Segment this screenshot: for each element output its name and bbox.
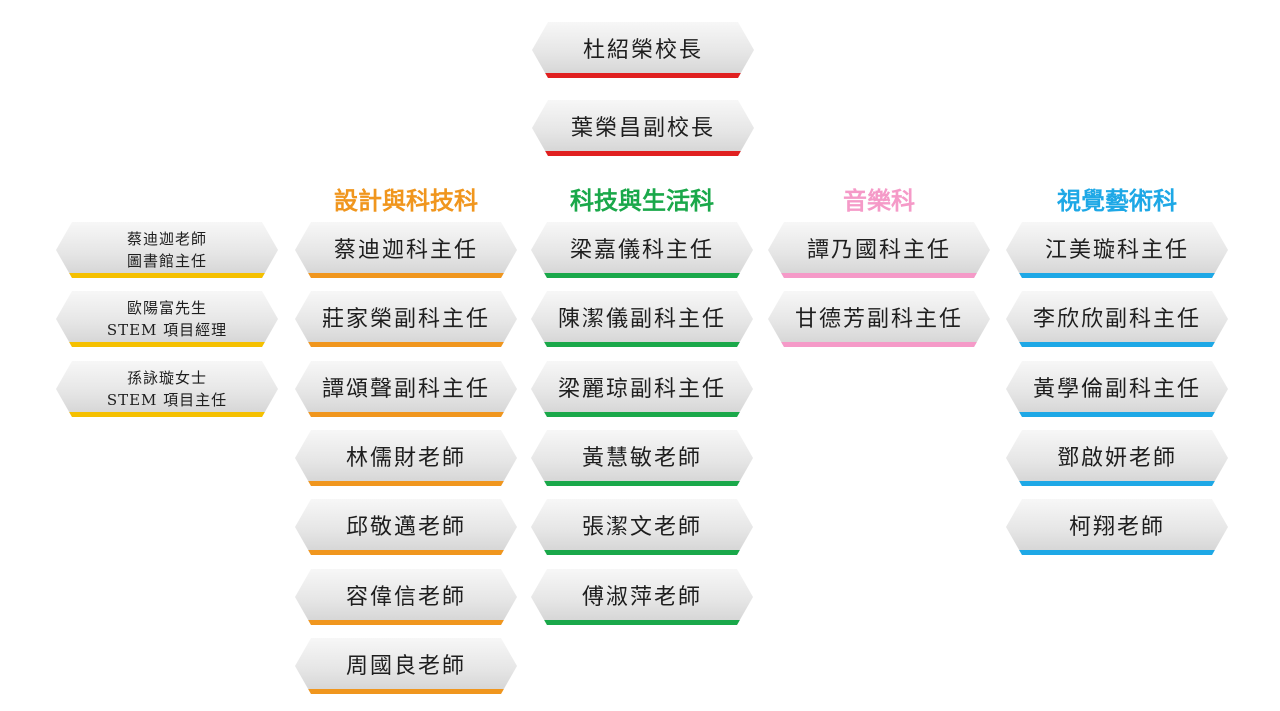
member-node: 甘德芳副科主任 — [768, 291, 990, 347]
vice-principal-label: 葉榮昌副校長 — [570, 116, 715, 141]
side-staff-role: STEM 項目主任 — [106, 391, 228, 409]
side-staff-name: 歐陽富先生 — [126, 299, 207, 317]
department-heading: 科技與生活科 — [570, 186, 714, 215]
member-node: 容偉信老師 — [295, 569, 517, 625]
member-node: 陳潔儀副科主任 — [531, 291, 753, 347]
department-heading: 音樂科 — [843, 186, 915, 215]
principal-label: 杜紹榮校長 — [582, 38, 703, 63]
member-node: 梁嘉儀科主任 — [531, 222, 753, 278]
member-node: 江美璇科主任 — [1006, 222, 1228, 278]
member-node: 莊家榮副科主任 — [295, 291, 517, 347]
side-staff-role: 圖書館主任 — [126, 252, 207, 270]
member-label: 蔡迪迦科主任 — [333, 238, 478, 263]
side-staff-node: 蔡迪迦老師 圖書館主任 — [56, 222, 278, 278]
member-label: 譚頌聲副科主任 — [321, 377, 490, 402]
member-label: 梁嘉儀科主任 — [569, 238, 714, 263]
member-node: 譚乃國科主任 — [768, 222, 990, 278]
member-label: 林儒財老師 — [345, 446, 466, 471]
side-staff-role: STEM 項目經理 — [106, 321, 228, 339]
member-node: 譚頌聲副科主任 — [295, 361, 517, 417]
vice-principal-node: 葉榮昌副校長 — [532, 100, 754, 156]
principal-node: 杜紹榮校長 — [532, 22, 754, 78]
department-heading: 視覺藝術科 — [1057, 186, 1177, 215]
member-node: 梁麗琼副科主任 — [531, 361, 753, 417]
member-node: 李欣欣副科主任 — [1006, 291, 1228, 347]
member-node: 張潔文老師 — [531, 499, 753, 555]
member-label: 黃慧敏老師 — [581, 446, 702, 471]
member-node: 黃學倫副科主任 — [1006, 361, 1228, 417]
member-node: 黃慧敏老師 — [531, 430, 753, 486]
member-label: 江美璇科主任 — [1044, 238, 1189, 263]
member-node: 鄧啟妍老師 — [1006, 430, 1228, 486]
member-label: 周國良老師 — [345, 654, 466, 679]
side-staff-node: 歐陽富先生 STEM 項目經理 — [56, 291, 278, 347]
member-label: 陳潔儀副科主任 — [557, 307, 726, 332]
member-label: 莊家榮副科主任 — [321, 307, 490, 332]
member-label: 鄧啟妍老師 — [1056, 446, 1177, 471]
member-label: 甘德芳副科主任 — [794, 307, 963, 332]
member-label: 容偉信老師 — [345, 585, 466, 610]
member-node: 柯翔老師 — [1006, 499, 1228, 555]
member-label: 黃學倫副科主任 — [1032, 377, 1201, 402]
member-label: 邱敬邁老師 — [345, 515, 466, 540]
side-staff-name: 蔡迪迦老師 — [126, 230, 207, 248]
department-heading: 設計與科技科 — [334, 186, 478, 215]
member-label: 柯翔老師 — [1068, 515, 1165, 540]
member-node: 傅淑萍老師 — [531, 569, 753, 625]
member-node: 邱敬邁老師 — [295, 499, 517, 555]
member-node: 林儒財老師 — [295, 430, 517, 486]
member-label: 梁麗琼副科主任 — [557, 377, 726, 402]
side-staff-node: 孫詠璇女士 STEM 項目主任 — [56, 361, 278, 417]
member-label: 張潔文老師 — [581, 515, 702, 540]
member-node: 周國良老師 — [295, 638, 517, 694]
member-label: 譚乃國科主任 — [806, 238, 951, 263]
member-node: 蔡迪迦科主任 — [295, 222, 517, 278]
member-label: 傅淑萍老師 — [581, 585, 702, 610]
side-staff-name: 孫詠璇女士 — [126, 369, 207, 387]
member-label: 李欣欣副科主任 — [1032, 307, 1201, 332]
